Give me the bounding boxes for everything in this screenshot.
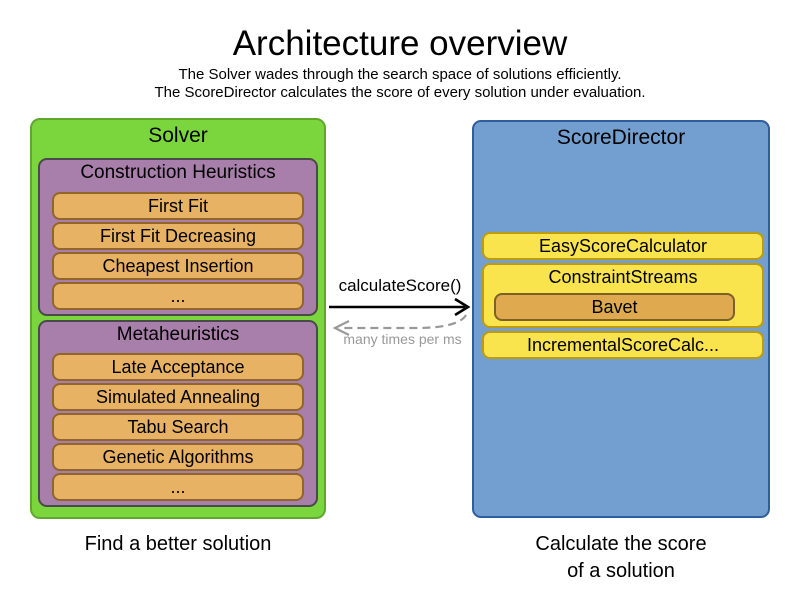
metaheuristic-item: Genetic Algorithms [52,443,304,471]
score-director-caption: Calculate the score of a solution [472,531,770,585]
incremental-score-calculator-box: IncrementalScoreCalc... [482,331,764,359]
score-director-caption-line-1: Calculate the score [535,533,707,555]
heuristic-item: Cheapest Insertion [52,252,304,280]
metaheuristics-label: Metaheuristics [116,324,240,345]
score-director-label: ScoreDirector [556,126,686,149]
solid-right-arrow [329,297,471,317]
many-times-label: many times per ms [343,331,462,347]
solver-box: Solver Construction Heuristics First Fit… [30,118,326,519]
heuristic-item: ... [52,282,304,310]
constraint-streams-box: ConstraintStreams Bavet [482,263,764,328]
metaheuristic-item: Simulated Annealing [52,383,304,411]
score-director-box: ScoreDirector EasyScoreCalculator Constr… [472,120,770,518]
subtitle-line-2: The ScoreDirector calculates the score o… [154,84,646,101]
page-title: Architecture overview [232,24,568,63]
metaheuristic-item: ... [52,473,304,501]
calculate-score-arrow-label: calculateScore() [338,276,462,295]
score-director-caption-line-2: of a solution [567,560,675,582]
dashed-return-arrow [332,314,467,336]
metaheuristic-item: Tabu Search [52,413,304,441]
construction-heuristics-box: Construction Heuristics First Fit First … [38,158,318,316]
easy-score-calculator-box: EasyScoreCalculator [482,232,764,260]
solver-caption: Find a better solution [84,533,272,555]
heuristic-item: First Fit [52,192,304,220]
bavet-box: Bavet [494,293,735,321]
subtitle-line-1: The Solver wades through the search spac… [178,66,622,83]
metaheuristics-box: Metaheuristics Late Acceptance Simulated… [38,320,318,507]
metaheuristic-item: Late Acceptance [52,353,304,381]
calculate-score-arrows [329,297,471,336]
heuristic-item: First Fit Decreasing [52,222,304,250]
construction-heuristics-label: Construction Heuristics [80,162,276,183]
constraint-streams-label: ConstraintStreams [548,267,698,287]
solver-label: Solver [148,124,208,147]
